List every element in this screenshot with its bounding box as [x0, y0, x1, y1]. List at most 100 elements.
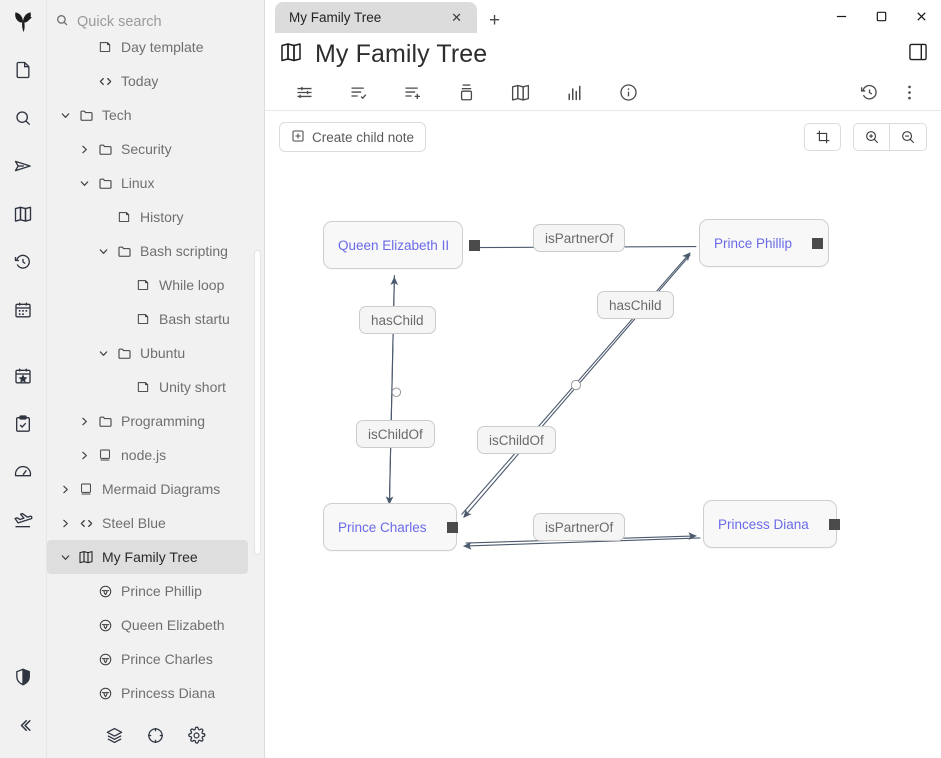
sidebar-scrollbar[interactable]: [254, 250, 261, 555]
chevron-down-icon[interactable]: [55, 110, 75, 121]
collapse-left-icon[interactable]: [6, 708, 40, 742]
quick-search-input[interactable]: Quick search: [47, 0, 264, 44]
chevron-right-icon[interactable]: [55, 518, 75, 529]
close-icon[interactable]: [901, 0, 941, 33]
tree-item-my-family-tree[interactable]: My Family Tree: [47, 540, 248, 574]
note-icon: [132, 380, 154, 394]
shield-icon[interactable]: [6, 660, 40, 694]
info-icon[interactable]: [601, 77, 655, 109]
edge-label-e6[interactable]: isPartnerOf: [533, 513, 626, 541]
graph-node-color-swatch[interactable]: [469, 239, 481, 251]
crop-icon[interactable]: [804, 123, 841, 151]
search-icon[interactable]: [6, 101, 40, 135]
zoom-out-icon[interactable]: [890, 123, 927, 151]
plane-icon[interactable]: [6, 503, 40, 537]
chevron-right-icon[interactable]: [55, 484, 75, 495]
tree-item-label: Unity short: [159, 379, 226, 395]
tree-item-unity-short[interactable]: Unity short: [47, 370, 264, 404]
clipboard-check-icon[interactable]: [6, 407, 40, 441]
tree-item-security[interactable]: Security: [47, 132, 264, 166]
graph-node-phillip[interactable]: Prince Phillip: [699, 219, 829, 267]
history-icon[interactable]: [6, 245, 40, 279]
right-panel-toggle-icon[interactable]: [907, 41, 929, 68]
graph-node-label: Princess Diana: [718, 516, 809, 532]
tab-my-family-tree[interactable]: My Family Tree ✕: [275, 2, 477, 33]
chevron-right-icon[interactable]: [74, 450, 94, 461]
revisions-icon[interactable]: [849, 77, 889, 109]
chevron-down-icon[interactable]: [93, 246, 113, 257]
note-icon[interactable]: [6, 53, 40, 87]
tree-item-day-template[interactable]: Day template: [47, 30, 264, 64]
minimize-icon[interactable]: [821, 0, 861, 33]
edge-label-e2[interactable]: hasChild: [359, 306, 436, 334]
zoom-in-icon[interactable]: [853, 123, 890, 151]
chevron-right-icon[interactable]: [74, 416, 94, 427]
create-child-note-button[interactable]: Create child note: [279, 122, 427, 152]
page-title[interactable]: My Family Tree: [315, 39, 488, 68]
tree-item-label: Bash scripting: [140, 243, 228, 259]
tree-item-princess-diana[interactable]: Princess Diana: [47, 676, 264, 710]
tree-item-prince-charles[interactable]: Prince Charles: [47, 642, 264, 676]
graph-node-diana[interactable]: Princess Diana: [703, 500, 840, 548]
tree-item-label: Tech: [102, 107, 132, 123]
tree-item-while-loop[interactable]: While loop: [47, 268, 264, 302]
tree-item-tech[interactable]: Tech: [47, 98, 264, 132]
zoom-button-group: [853, 123, 927, 151]
maximize-icon[interactable]: [861, 0, 901, 33]
graph-node-qe2[interactable]: Queen Elizabeth II: [323, 221, 481, 269]
edge-label-e1[interactable]: isPartnerOf: [533, 224, 626, 252]
tree-item-mermaid-diagrams[interactable]: Mermaid Diagrams: [47, 472, 264, 506]
tree-item-label: Security: [121, 141, 172, 157]
tree-item-node-js[interactable]: node.js: [47, 438, 264, 472]
calendar-star-icon[interactable]: [6, 359, 40, 393]
graph-action-bar: Create child note: [265, 111, 941, 163]
book-map-icon[interactable]: [493, 77, 547, 109]
tree-item-history[interactable]: History: [47, 200, 264, 234]
tree-item-linux[interactable]: Linux: [47, 166, 264, 200]
layers-icon[interactable]: [105, 726, 124, 745]
tree-item-label: node.js: [121, 447, 167, 463]
tree-item-ubuntu[interactable]: Ubuntu: [47, 336, 264, 370]
graph-node-color-swatch[interactable]: [812, 237, 824, 249]
folder-icon: [113, 346, 135, 361]
tree-item-prince-phillip[interactable]: Prince Phillip: [47, 574, 264, 608]
edge-label-e3[interactable]: hasChild: [597, 291, 674, 319]
tree-item-label: Today: [121, 73, 159, 89]
target-icon[interactable]: [146, 726, 165, 745]
edge-label-e5[interactable]: isChildOf: [477, 426, 556, 454]
tree-item-bash-scripting[interactable]: Bash scripting: [47, 234, 264, 268]
bar-chart-icon[interactable]: [547, 77, 601, 109]
chevron-down-icon[interactable]: [55, 552, 75, 563]
note-attributes-icon[interactable]: [277, 77, 331, 109]
tab-close-icon[interactable]: ✕: [451, 9, 462, 25]
tree-item-queen-elizabeth[interactable]: Queen Elizabeth: [47, 608, 264, 642]
tree-item-bash-startu[interactable]: Bash startu: [47, 302, 264, 336]
graph-node-color-swatch[interactable]: [828, 518, 840, 530]
chevron-down-icon[interactable]: [93, 348, 113, 359]
graph-node-color-swatch[interactable]: [446, 521, 458, 533]
tree-item-today[interactable]: Today: [47, 64, 264, 98]
tree-item-label: History: [140, 209, 184, 225]
edge-label-text: isChildOf: [368, 426, 423, 442]
note-list-check-icon[interactable]: [331, 77, 385, 109]
send-icon[interactable]: [6, 149, 40, 183]
gear-icon[interactable]: [187, 726, 206, 745]
new-tab-button[interactable]: +: [489, 10, 501, 31]
more-vert-icon[interactable]: [889, 77, 929, 109]
chevron-down-icon[interactable]: [74, 178, 94, 189]
tree-item-programming[interactable]: Programming: [47, 404, 264, 438]
chevron-right-icon[interactable]: [74, 144, 94, 155]
tree-item-steel-blue[interactable]: Steel Blue: [47, 506, 264, 540]
tree-item-label: Queen Elizabeth: [121, 617, 225, 633]
note-icon: [132, 278, 154, 292]
gauge-icon[interactable]: [6, 455, 40, 489]
edge-label-e4[interactable]: isChildOf: [356, 420, 435, 448]
graph-node-charles[interactable]: Prince Charles: [323, 503, 458, 551]
calendar-icon[interactable]: [6, 293, 40, 327]
book-map-icon[interactable]: [6, 197, 40, 231]
archive-icon[interactable]: [439, 77, 493, 109]
note-list-add-icon[interactable]: [385, 77, 439, 109]
tree-item-label: Prince Charles: [121, 651, 213, 667]
